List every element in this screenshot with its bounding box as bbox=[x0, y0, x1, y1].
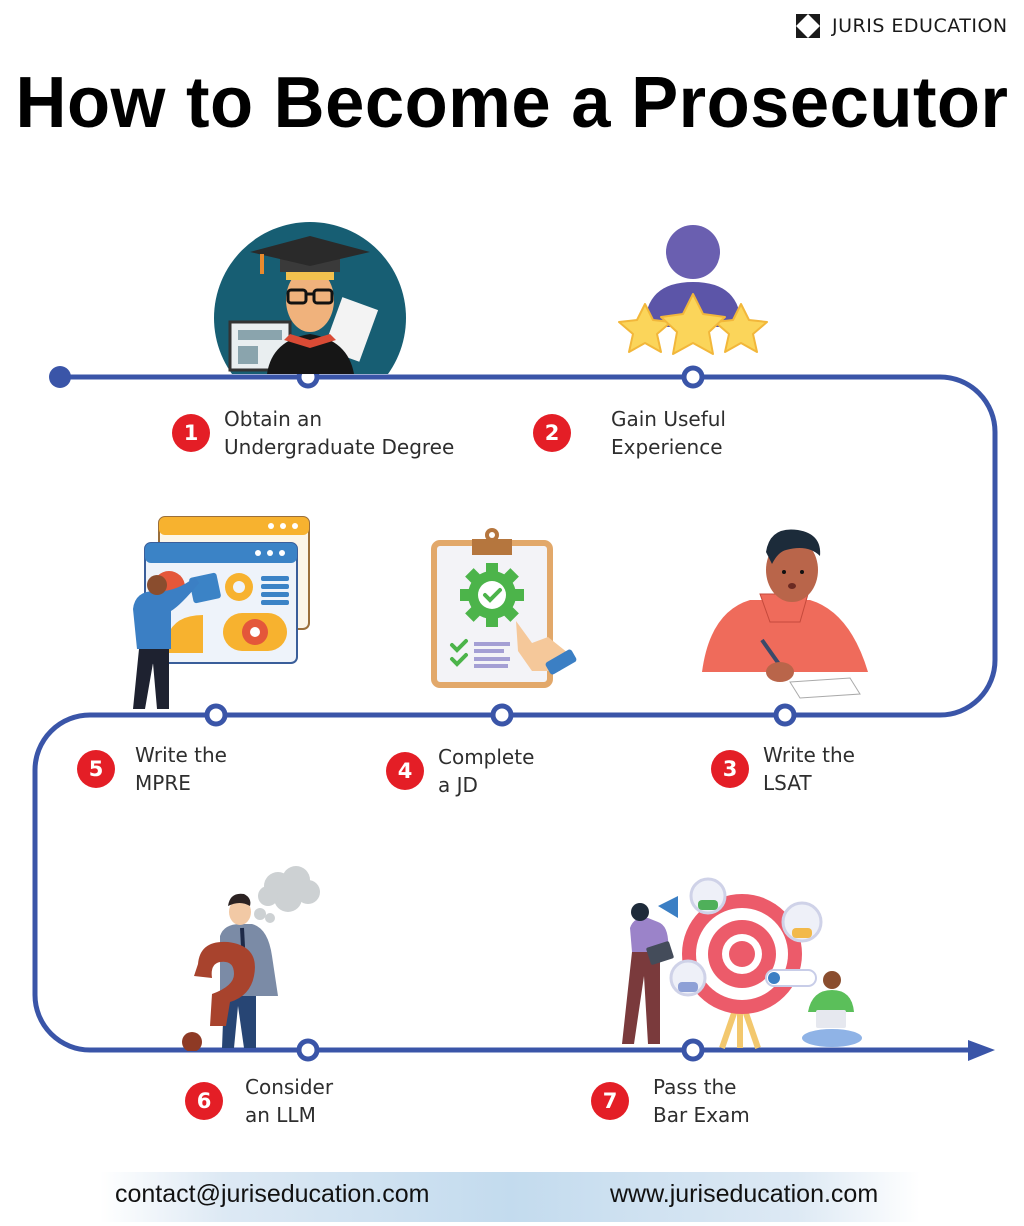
timeline-node-7 bbox=[681, 1038, 705, 1062]
step-label: Gain Useful Experience bbox=[611, 407, 726, 459]
step-number-badge: 2 bbox=[533, 414, 571, 452]
contact-email-link[interactable]: contact@juriseducation.com bbox=[115, 1180, 430, 1208]
step-number-badge: 5 bbox=[77, 750, 115, 788]
step-number-badge: 1 bbox=[172, 414, 210, 452]
step-number-badge: 7 bbox=[591, 1082, 629, 1120]
student-writing-icon bbox=[702, 529, 868, 699]
step-7: 7 Pass the Bar Exam bbox=[591, 1073, 750, 1129]
step-label: Obtain an Undergraduate Degree bbox=[224, 407, 455, 459]
page-title: How to Become a Prosecutor bbox=[15, 63, 1009, 143]
timeline-start-dot bbox=[49, 366, 71, 388]
step-label: Pass the Bar Exam bbox=[653, 1075, 750, 1127]
brand-name: JURIS EDUCATION bbox=[832, 15, 1008, 37]
step-number-badge: 3 bbox=[711, 750, 749, 788]
step-5: 5 Write the MPRE bbox=[77, 741, 227, 797]
website-link[interactable]: www.juriseducation.com bbox=[610, 1180, 879, 1208]
step-number-badge: 4 bbox=[386, 752, 424, 790]
brand: JURIS EDUCATION bbox=[794, 12, 1008, 40]
clipboard-check-icon bbox=[431, 528, 577, 688]
person-stars-icon bbox=[618, 225, 768, 355]
timeline-arrow-icon bbox=[968, 1040, 995, 1061]
step-label: Consider an LLM bbox=[245, 1075, 334, 1127]
step-2: 2 Gain Useful Experience bbox=[533, 405, 726, 461]
graduate-icon bbox=[214, 222, 406, 374]
timeline-node-3 bbox=[773, 703, 797, 727]
timeline-node-2 bbox=[681, 365, 705, 389]
step-3: 3 Write the LSAT bbox=[711, 741, 855, 797]
step-4: 4 Complete a JD bbox=[386, 743, 534, 799]
target-team-icon bbox=[622, 877, 862, 1049]
thinking-question-icon bbox=[182, 866, 320, 1051]
step-number-badge: 6 bbox=[185, 1082, 223, 1120]
step-label: Write the MPRE bbox=[135, 743, 227, 795]
step-1: 1 Obtain an Undergraduate Degree bbox=[172, 405, 454, 461]
step-6: 6 Consider an LLM bbox=[185, 1073, 333, 1129]
step-label: Write the LSAT bbox=[763, 743, 855, 795]
timeline-node-6 bbox=[296, 1038, 320, 1062]
timeline-node-5 bbox=[204, 703, 228, 727]
timeline-node-4 bbox=[490, 703, 514, 727]
juris-logo-icon bbox=[796, 14, 820, 38]
browser-windows-icon bbox=[133, 516, 310, 709]
step-label: Complete a JD bbox=[438, 745, 535, 797]
footer-band bbox=[100, 1172, 920, 1222]
